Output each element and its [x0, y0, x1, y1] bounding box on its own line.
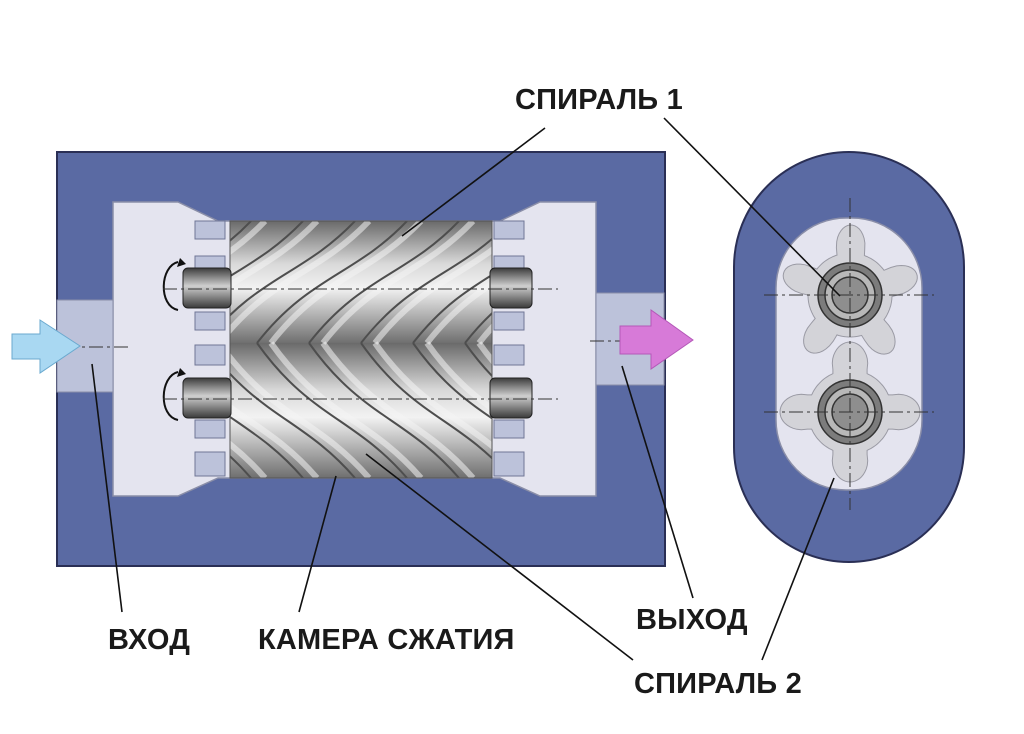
helix-highlight	[230, 221, 372, 335]
helix-flight	[230, 221, 252, 242]
helix-flight	[308, 342, 460, 478]
helix-highlight	[230, 221, 320, 289]
helix-highlight	[230, 221, 268, 256]
left-bearing-blocks	[194, 220, 226, 477]
helix-flight	[464, 342, 492, 378]
centerlines-end	[764, 198, 934, 510]
helix-flight	[230, 372, 356, 478]
helix-highlight	[372, 341, 492, 450]
shaft-top-right	[489, 267, 533, 309]
label-inlet: ВХОД	[108, 624, 191, 656]
shaft-bottom-left	[182, 377, 232, 419]
helix-flight	[412, 273, 492, 344]
helix-highlight	[372, 246, 492, 345]
right-bearing-blocks	[493, 220, 525, 477]
helix-flight	[360, 237, 492, 344]
helix-flight	[230, 454, 252, 478]
helix-highlight	[320, 221, 476, 345]
leader-inlet	[91, 363, 123, 613]
label-spiral-2: СПИРАЛЬ 2	[634, 668, 802, 700]
leader-spiral1-b	[663, 117, 841, 297]
leader-outlet	[621, 365, 694, 599]
helix-flight	[230, 221, 356, 317]
helix-highlight	[268, 221, 424, 345]
helix-flight	[412, 342, 492, 420]
label-spiral-1: СПИРАЛЬ 1	[515, 84, 683, 116]
helix-highlight	[230, 440, 268, 478]
outlet-arrow-icon	[619, 309, 694, 370]
screw-rotors	[230, 221, 492, 478]
rotation-arrowheads	[177, 258, 186, 377]
shaft-bottom-right	[489, 377, 533, 419]
shaft-top-left	[182, 267, 232, 309]
rotor-outline	[229, 220, 493, 479]
leader-spiral1-a	[401, 127, 546, 237]
rotor-top-helix	[230, 221, 492, 345]
helix-flight	[308, 221, 460, 344]
leader-lines	[91, 117, 841, 661]
helix-flight	[256, 342, 408, 478]
end-view	[733, 151, 965, 563]
helix-highlight	[268, 341, 424, 478]
rotor-bottom-helix	[230, 341, 492, 478]
helix-flight	[464, 311, 492, 344]
label-outlet: ВЫХОД	[636, 604, 748, 636]
helix-highlight	[320, 341, 476, 478]
leader-spiral2-b	[761, 477, 835, 661]
helix-flight	[230, 221, 304, 278]
helix-flight	[360, 342, 492, 460]
helix-flight	[230, 415, 304, 478]
shafts	[182, 267, 533, 419]
helix-highlight	[424, 341, 492, 413]
helix-flight	[256, 221, 408, 344]
leader-chamber	[298, 475, 337, 613]
helix-highlight	[424, 280, 492, 345]
leader-spiral2-a	[365, 453, 634, 661]
rotation-arrow-icon	[162, 261, 179, 421]
helix-highlight	[230, 352, 372, 478]
helix-highlight	[230, 403, 320, 478]
inlet-arrow-icon	[11, 319, 81, 374]
label-compression-chamber: КАМЕРА СЖАТИЯ	[258, 624, 515, 656]
